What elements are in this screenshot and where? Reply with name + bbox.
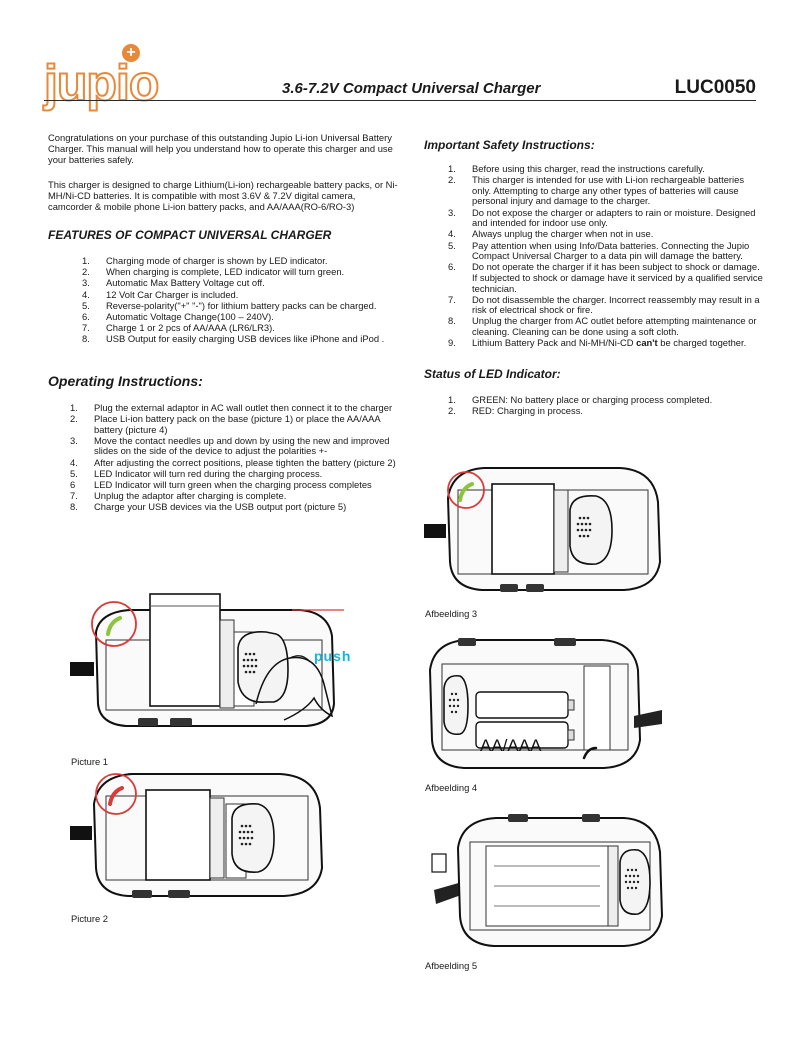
list-item: 2.This charger is intended for use with … bbox=[448, 174, 745, 207]
product-code: LUC0050 bbox=[674, 77, 756, 98]
list-item: 1.GREEN: No battery place or charging pr… bbox=[448, 393, 713, 405]
safety-list: 1.Before using this charger, read the in… bbox=[424, 163, 764, 349]
push-label: push bbox=[314, 648, 352, 664]
led-status-heading: Status of LED Indicator: bbox=[424, 366, 561, 381]
led-status-list: 1.GREEN: No battery place or charging pr… bbox=[424, 393, 764, 417]
list-item: 2.When charging is complete, LED indicat… bbox=[82, 266, 345, 278]
list-item: 8.Charge your USB devices via the USB ou… bbox=[70, 501, 347, 513]
list-item: 7.Do not disassemble the charger. Incorr… bbox=[448, 293, 760, 316]
list-item: 8.Unplug the charger from AC outlet befo… bbox=[448, 315, 757, 338]
afbeelding-5-caption: Afbeelding 5 bbox=[425, 960, 478, 971]
jupio-logo: jupio + bbox=[43, 42, 168, 109]
features-heading: FEATURES OF COMPACT UNIVERSAL CHARGER bbox=[48, 228, 332, 242]
picture-1-caption: Picture 1 bbox=[71, 756, 108, 767]
list-item: 6.Automatic Voltage Change(100 – 240V). bbox=[82, 310, 274, 322]
operating-heading: Operating Instructions: bbox=[48, 372, 203, 389]
document-title: 3.6-7.2V Compact Universal Charger bbox=[282, 80, 541, 97]
picture-2-caption: Picture 2 bbox=[71, 913, 108, 924]
list-item: 5.Pay attention when using Info/Data bat… bbox=[448, 239, 750, 262]
list-item: 1.Charging mode of charger is shown by L… bbox=[82, 255, 328, 266]
aa-aaa-label: AA/AAA bbox=[480, 736, 542, 755]
logo-plus-icon: + bbox=[122, 44, 140, 62]
list-item: 1.Plug the external adaptor in AC wall o… bbox=[70, 401, 393, 413]
afbeelding-4-illustration: AA/AAA bbox=[424, 636, 664, 772]
right-column: Important Safety Instructions: 1.Before … bbox=[424, 134, 764, 417]
list-item: 3.Automatic Max Battery Voltage cut off. bbox=[82, 277, 265, 289]
led-highlight-circle bbox=[91, 601, 137, 647]
list-item: 8.USB Output for easily charging USB dev… bbox=[82, 333, 385, 345]
list-item: 9.Lithium Battery Pack and Ni-MH/Ni-CD c… bbox=[448, 337, 747, 349]
intro-paragraph-1: Congratulations on your purchase of this… bbox=[48, 132, 393, 165]
features-list: 1.Charging mode of charger is shown by L… bbox=[48, 255, 398, 345]
list-item: 7.Charge 1 or 2 pcs of AA/AAA (LR6/LR3). bbox=[82, 322, 275, 334]
list-item: 7.Unplug the adaptor after charging is c… bbox=[70, 490, 287, 502]
intro-paragraph-2: This charger is designed to charge Lithi… bbox=[48, 179, 398, 212]
left-column: Congratulations on your purchase of this… bbox=[48, 132, 398, 514]
list-item: 4.12 Volt Car Charger is included. bbox=[82, 288, 239, 300]
header-divider bbox=[44, 100, 756, 101]
list-item: 4.Always unplug the charger when not in … bbox=[448, 228, 654, 240]
led-icon bbox=[582, 746, 598, 760]
list-item: 2.RED: Charging in process. bbox=[448, 405, 583, 417]
afbeelding-3-illustration bbox=[424, 462, 664, 598]
list-item: 2.Place Li-ion battery pack on the base … bbox=[70, 413, 381, 435]
afbeelding-5-illustration bbox=[424, 812, 664, 952]
led-highlight-circle bbox=[95, 773, 137, 815]
red-led-icon bbox=[108, 786, 124, 806]
green-led-icon bbox=[458, 482, 474, 502]
list-item: 1.Before using this charger, read the in… bbox=[448, 163, 705, 174]
operating-list: 1.Plug the external adaptor in AC wall o… bbox=[48, 401, 398, 513]
afbeelding-4-caption: Afbeelding 4 bbox=[425, 782, 478, 793]
list-item: 6.Do not operate the charger if it has b… bbox=[448, 261, 763, 294]
list-item: 4.After adjusting the correct positions,… bbox=[70, 456, 396, 468]
safety-heading: Important Safety Instructions: bbox=[424, 138, 595, 152]
picture-2-illustration bbox=[70, 768, 330, 904]
picture-1-illustration: push bbox=[70, 592, 360, 752]
led-highlight-circle bbox=[447, 471, 485, 509]
afbeelding-3-caption: Afbeelding 3 bbox=[425, 608, 478, 619]
list-item: 5.LED Indicator will turn red during the… bbox=[70, 467, 323, 479]
list-item: 5.Reverse-polarity("+" "-") for lithium … bbox=[82, 299, 377, 311]
list-item: 3.Move the contact needles up and down b… bbox=[70, 434, 390, 457]
green-led-icon bbox=[106, 616, 122, 636]
list-item: 3.Do not expose the charger or adapters … bbox=[448, 206, 756, 229]
